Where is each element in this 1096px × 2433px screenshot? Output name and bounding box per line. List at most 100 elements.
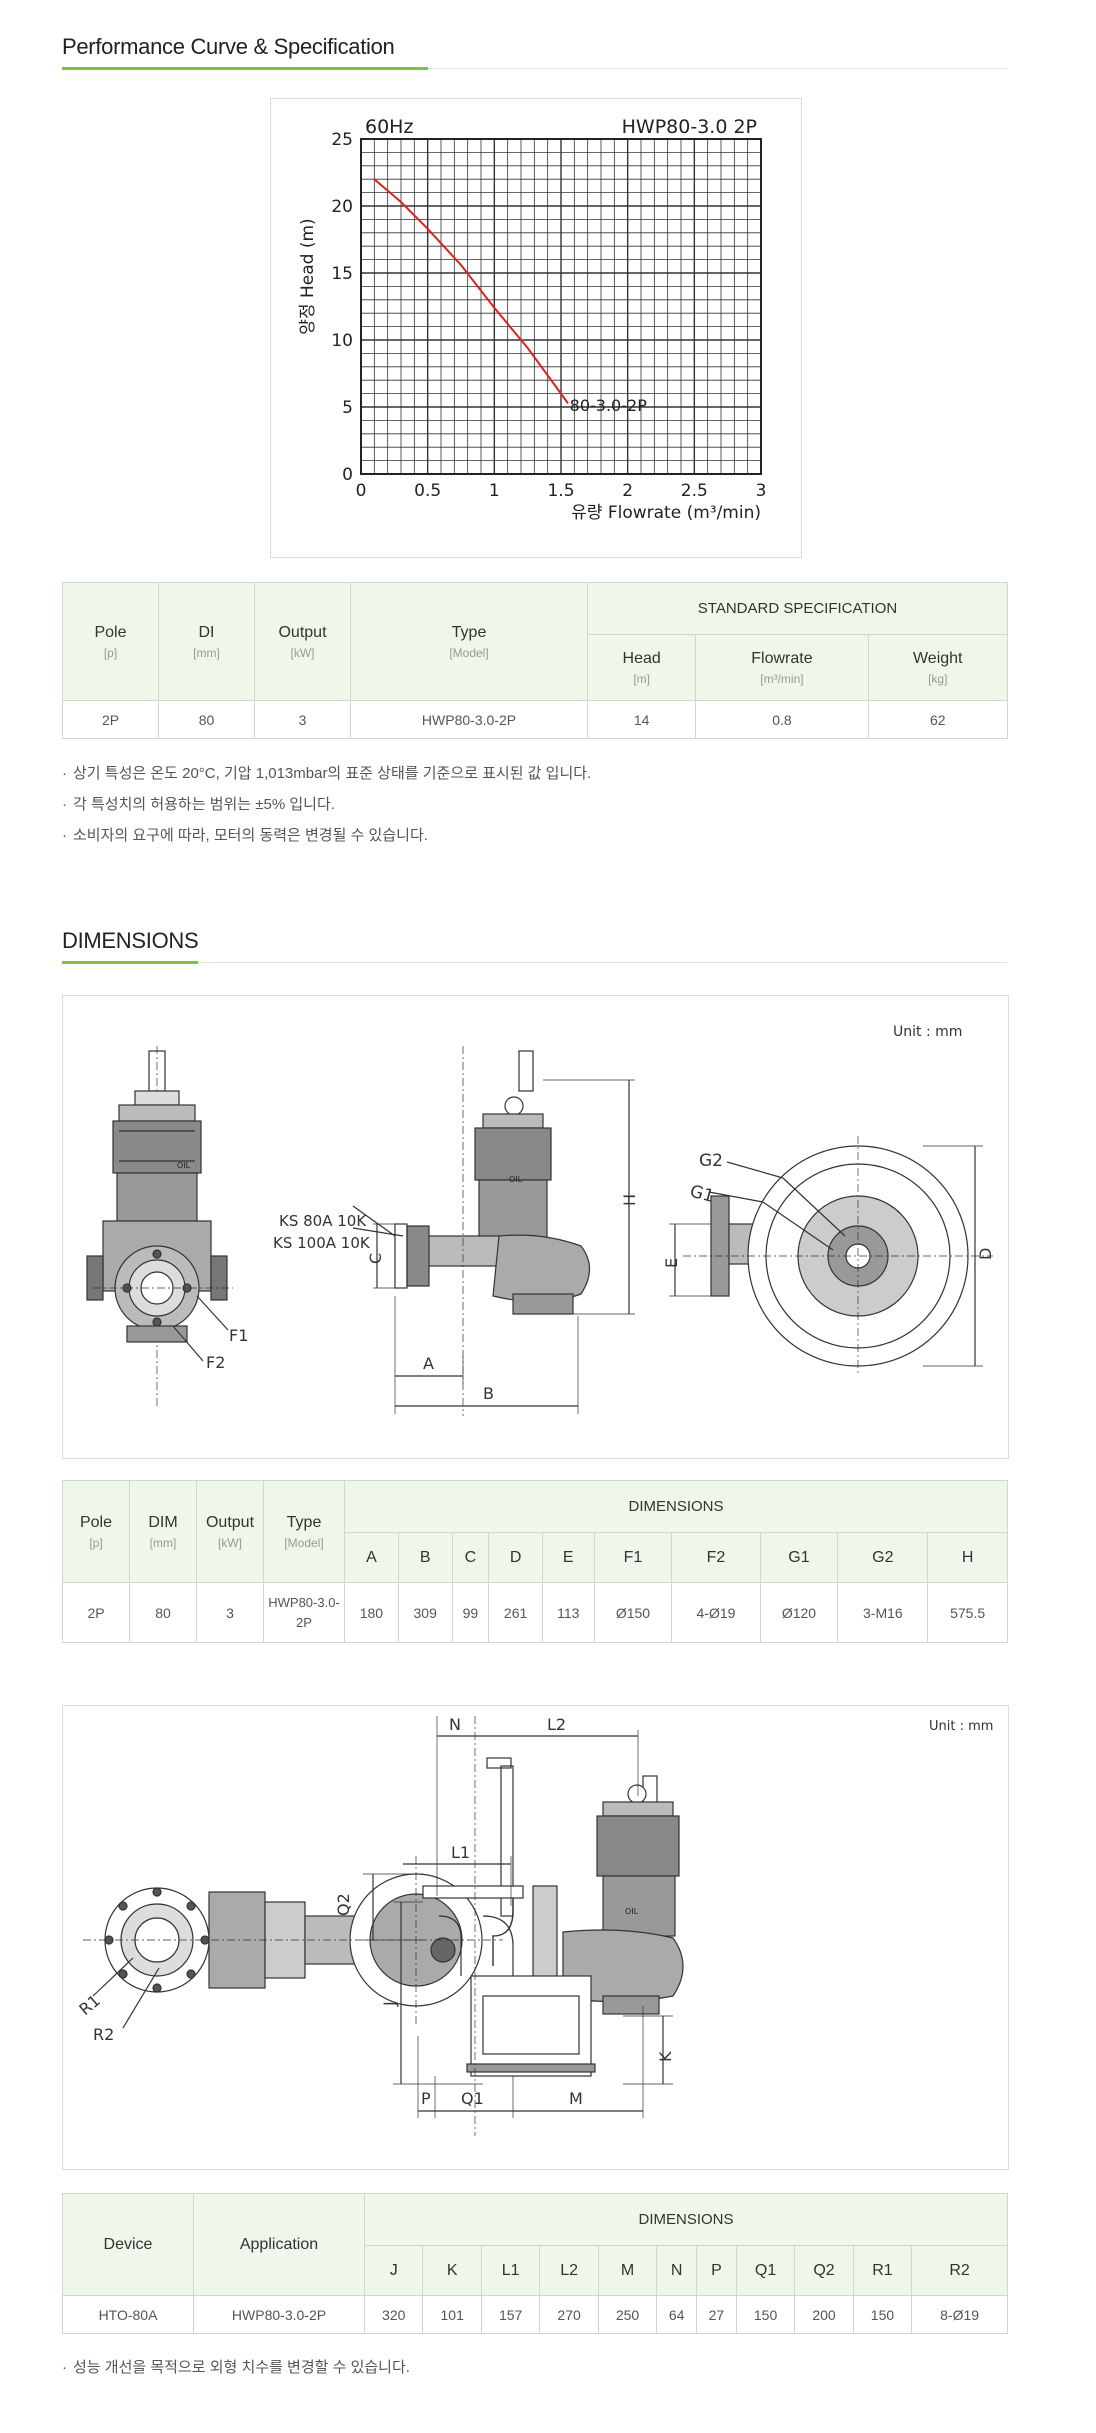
th-dim-b: B — [397, 1532, 453, 1583]
label-ks80: KS 80A 10K — [279, 1212, 367, 1230]
cell-pole: 2P — [62, 1582, 130, 1643]
dimension-drawing-2: Unit : mm Q2 — [62, 1705, 1009, 2170]
cell-dim-309: 309 — [397, 1582, 453, 1643]
note-standard-conditions: 상기 특성은 온도 20°C, 기압 1,013mbar의 표준 상태를 기준으… — [62, 762, 591, 783]
th-head: Head[m] — [586, 634, 697, 701]
th-dim-a: A — [344, 1532, 399, 1583]
x-axis-label: 유량 Flowrate (m³/min) — [571, 503, 761, 523]
th-dim-g2: G2 — [837, 1532, 929, 1583]
label-p: P — [421, 2089, 431, 2108]
x-tick-label: 2.5 — [681, 481, 708, 501]
label-b: B — [483, 1384, 494, 1403]
x-tick-label: 2 — [622, 481, 633, 501]
th-dim-c: C — [451, 1532, 490, 1583]
chart-title-model: HWP80-3.0 2P — [622, 116, 757, 138]
label-j: J — [380, 2001, 399, 2007]
label-c: C — [366, 1253, 385, 1264]
pump-dimension-drawing: Unit : mm F1 F2 OI — [86, 1024, 995, 1416]
x-tick-label: 0 — [356, 481, 367, 501]
series-point — [460, 264, 462, 266]
label-m: M — [569, 2089, 583, 2108]
th-hto-q2: Q2 — [794, 2245, 854, 2296]
title-accent — [62, 67, 428, 70]
th-dim-g1: G1 — [759, 1532, 839, 1583]
th-di: DI[mm] — [158, 582, 255, 701]
th-hto-j: J — [363, 2245, 424, 2296]
x-tick-label: 3 — [756, 481, 767, 501]
x-tick-label: 0.5 — [414, 481, 441, 501]
chart-title-frequency: 60Hz — [365, 116, 413, 138]
cell-pole: 2P — [62, 700, 159, 739]
hto-plan-view — [83, 1856, 503, 2029]
table-row: 2P 80 3 HWP80-3.0-2P 14 0.8 62 — [62, 700, 1008, 739]
title-divider — [62, 962, 1007, 963]
series-point — [373, 178, 376, 180]
th-hto-l2: L2 — [539, 2245, 599, 2296]
series-point — [493, 307, 496, 309]
label-q1: Q1 — [461, 2089, 484, 2108]
x-tick-label: 1 — [489, 481, 500, 501]
series-label: 80-3.0-2P — [570, 396, 648, 415]
th-hto-r2: R2 — [911, 2245, 1008, 2296]
label-d: D — [976, 1248, 995, 1260]
cell-application: HWP80-3.0-2P — [193, 2295, 365, 2334]
hto-side-view — [393, 1716, 684, 2136]
series-point — [400, 201, 402, 203]
label-g1: G1 — [688, 1182, 716, 1208]
note-motor-power: 소비자의 요구에 따라, 모터의 동력은 변경될 수 있습니다. — [62, 824, 428, 845]
th-device: Device — [62, 2193, 194, 2296]
cell-output: 3 — [254, 700, 351, 739]
cell-hto-8-19: 8-Ø19 — [911, 2295, 1008, 2334]
cell-output: 3 — [196, 1582, 264, 1643]
y-tick-label: 25 — [331, 130, 353, 150]
cell-weight: 62 — [867, 700, 1008, 739]
cell-hto-270: 270 — [539, 2295, 599, 2334]
title-accent — [62, 961, 198, 964]
cell-hto-101: 101 — [422, 2295, 482, 2334]
label-k: K — [656, 2051, 675, 2062]
cell-hto-64: 64 — [656, 2295, 698, 2334]
label-e: E — [662, 1258, 681, 1268]
th-dimensions: DIMENSIONS — [364, 2193, 1008, 2246]
cell-dim-180: 180 — [344, 1582, 399, 1643]
cell-dim: 80 — [129, 1582, 197, 1643]
label-f1: F1 — [229, 1326, 248, 1345]
label-l2: L2 — [547, 1715, 566, 1734]
cell-dim-575-5: 575.5 — [927, 1582, 1008, 1643]
th-type: Type[Model] — [350, 582, 588, 701]
series-point — [426, 227, 429, 230]
pump-top-view — [669, 1136, 993, 1376]
footer-note: 성능 개선을 목적으로 외형 치수를 변경할 수 있습니다. — [62, 2356, 410, 2377]
dimension-drawing-1: Unit : mm F1 F2 OI — [62, 995, 1009, 1459]
y-tick-label: 20 — [331, 197, 353, 217]
label-r1: R1 — [75, 1991, 104, 2019]
unit-label: Unit : mm — [929, 1719, 993, 1734]
cell-hto-150: 150 — [852, 2295, 913, 2334]
th-hto-n: N — [656, 2245, 698, 2296]
cell-hto-320: 320 — [363, 2295, 424, 2334]
plot-border — [360, 138, 762, 475]
series-line — [373, 178, 569, 404]
label-f2: F2 — [206, 1353, 225, 1372]
spec-table: Pole[p] DI[mm] Output[kW] Type[Model] ST… — [62, 582, 1008, 739]
cell-dim-113: 113 — [542, 1582, 595, 1643]
unit-label: Unit : mm — [893, 1024, 962, 1040]
label-l1: L1 — [451, 1843, 470, 1862]
cell-dim-99: 99 — [451, 1582, 490, 1643]
y-tick-label: 0 — [342, 465, 353, 485]
th-hto-m: M — [597, 2245, 658, 2296]
label-a: A — [423, 1354, 434, 1373]
cell-device: HTO-80A — [62, 2295, 194, 2334]
th-dim-f1: F1 — [593, 1532, 673, 1583]
title-divider — [62, 68, 1007, 69]
th-dim-f2: F2 — [671, 1532, 761, 1583]
th-output: Output[kW] — [254, 582, 351, 701]
cell-hto-157: 157 — [480, 2295, 541, 2334]
cell-hto-250: 250 — [597, 2295, 658, 2334]
section-title-dimensions: DIMENSIONS — [62, 928, 199, 953]
th-flowrate: Flowrate[m³/min] — [695, 634, 869, 701]
label-r2: R2 — [93, 2025, 114, 2044]
